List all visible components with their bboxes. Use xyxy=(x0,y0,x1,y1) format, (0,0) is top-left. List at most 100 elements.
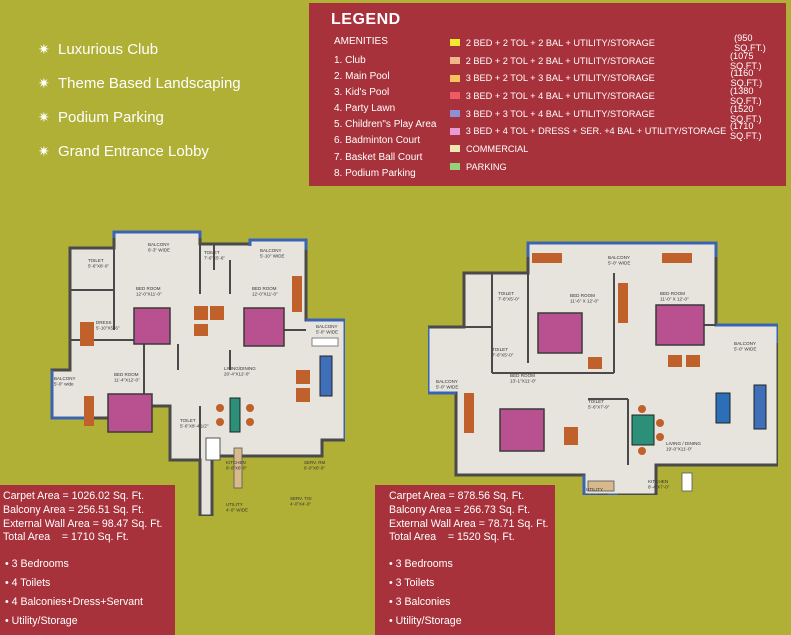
wardrobe xyxy=(84,396,94,426)
balcony-area: Balcony Area = 256.51 Sq. Ft. xyxy=(3,503,145,516)
plan-floor xyxy=(428,241,778,495)
star-icon: ✷ xyxy=(38,108,50,125)
unit-label: 3 BED + 2 TOL + 3 BAL + UTILITY/STORAGE xyxy=(465,73,655,84)
spec-item: • 3 Toilets xyxy=(389,577,435,589)
area-details: Carpet Area = 1026.02 Sq. Ft. Balcony Ar… xyxy=(3,490,162,545)
unit-size: (1380 SQ.FT.) xyxy=(729,85,762,106)
unit-info-1520: Carpet Area = 878.56 Sq. Ft. Balcony Are… xyxy=(375,485,555,635)
living-furniture xyxy=(564,384,767,455)
chair xyxy=(564,427,578,445)
unit-type-row: 3 BED + 4 TOL + DRESS + SER. +4 BAL + UT… xyxy=(450,121,786,141)
total-area: Total Area = 1520 Sq. Ft. xyxy=(389,531,515,544)
amenity-item: 1. Club xyxy=(334,55,366,66)
unit-type-row: 2 BED + 2 TOL + 2 BAL + UTILITY/STORAGE(… xyxy=(450,51,786,71)
sofa xyxy=(319,355,333,397)
feature-item: ✷Podium Parking xyxy=(38,108,164,126)
unit-type-row: 3 BED + 2 TOL + 4 BAL + UTILITY/STORAGE(… xyxy=(450,85,786,106)
wardrobe xyxy=(662,253,692,263)
spec-item: • Utility/Storage xyxy=(389,615,462,627)
armchair xyxy=(715,392,731,424)
unit-specs: • 3 Bedrooms • 3 Toilets • 3 Balconies •… xyxy=(389,555,462,631)
unit-type-row: PARKING xyxy=(450,158,786,176)
sofa xyxy=(753,384,767,430)
chair xyxy=(194,306,208,320)
kitchen-furniture xyxy=(205,437,243,489)
amenity-item: 4. Party Lawn xyxy=(334,103,396,115)
balcony-top xyxy=(526,241,718,257)
spec-item: • 3 Bedrooms xyxy=(5,558,69,570)
unit-type-list: 2 BED + 2 TOL + 2 BAL + UTILITY/STORAGE (… xyxy=(450,32,786,176)
bed xyxy=(243,307,285,347)
carpet-area: Carpet Area = 878.56 Sq. Ft. xyxy=(389,490,525,502)
wardrobe xyxy=(532,253,562,263)
color-swatch xyxy=(450,57,460,65)
wardrobe xyxy=(292,276,302,312)
external-wall-area: External Wall Area = 78.71 Sq. Ft. xyxy=(389,517,549,530)
room-walls xyxy=(70,244,306,516)
color-swatch xyxy=(450,39,460,47)
unit-size: (1160 SQ.FT.) xyxy=(730,68,763,89)
unit-label: 2 BED + 2 TOL + 2 BAL + UTILITY/STORAGE xyxy=(465,37,655,48)
unit-type-row: 3 BED + 3 TOL + 4 BAL + UTILITY/STORAGE(… xyxy=(450,103,786,124)
unit-size: (1520 SQ.FT.) xyxy=(729,103,762,124)
spec-item: • 4 Balconies+Dress+Servant xyxy=(5,596,143,608)
wardrobe xyxy=(80,322,94,346)
color-swatch xyxy=(450,163,460,171)
star-icon: ✷ xyxy=(38,142,50,159)
living-furniture xyxy=(216,337,339,433)
unit-type-row: 2 BED + 2 TOL + 2 BAL + UTILITY/STORAGE (… xyxy=(450,32,786,53)
balcony-bottom xyxy=(582,475,618,495)
bedroom-furniture xyxy=(80,276,302,433)
legend-title: LEGEND xyxy=(331,11,401,28)
bed xyxy=(107,393,153,433)
balcony-area: Balcony Area = 266.73 Sq. Ft. xyxy=(389,503,531,516)
kitchen-furniture xyxy=(587,472,693,492)
chair xyxy=(210,306,224,320)
amenity-item: 8. Podium Parking xyxy=(334,167,416,179)
armchair xyxy=(296,388,310,402)
feature-item: ✷Theme Based Landscaping xyxy=(38,74,241,92)
wardrobe xyxy=(464,393,474,433)
unit-specs: • 3 Bedrooms • 4 Toilets • 4 Balconies+D… xyxy=(5,555,143,631)
balcony-right xyxy=(716,323,778,343)
amenity-item: 7. Basket Ball Court xyxy=(334,151,423,163)
chair xyxy=(588,357,602,369)
chair xyxy=(686,355,700,367)
bed xyxy=(655,304,705,346)
amenity-item: 3. Kid's Pool xyxy=(334,87,390,99)
color-swatch xyxy=(450,74,460,82)
amenity-item: 2. Main Pool xyxy=(334,71,390,83)
room-walls xyxy=(464,273,716,465)
amenity-item: 6. Badminton Court xyxy=(334,135,421,147)
balcony-top-right xyxy=(248,238,308,250)
carpet-area: Carpet Area = 1026.02 Sq. Ft. xyxy=(3,490,145,502)
amenities-list: 1. Club 2. Main Pool 3. Kid's Pool 4. Pa… xyxy=(334,53,437,182)
unit-label: PARKING xyxy=(466,161,507,172)
total-area: Total Area = 1710 Sq. Ft. xyxy=(3,531,129,544)
unit-size: (950 SQ.FT.) xyxy=(734,32,766,53)
feature-item: ✷Luxurious Club xyxy=(38,40,159,58)
wardrobe xyxy=(618,283,628,323)
